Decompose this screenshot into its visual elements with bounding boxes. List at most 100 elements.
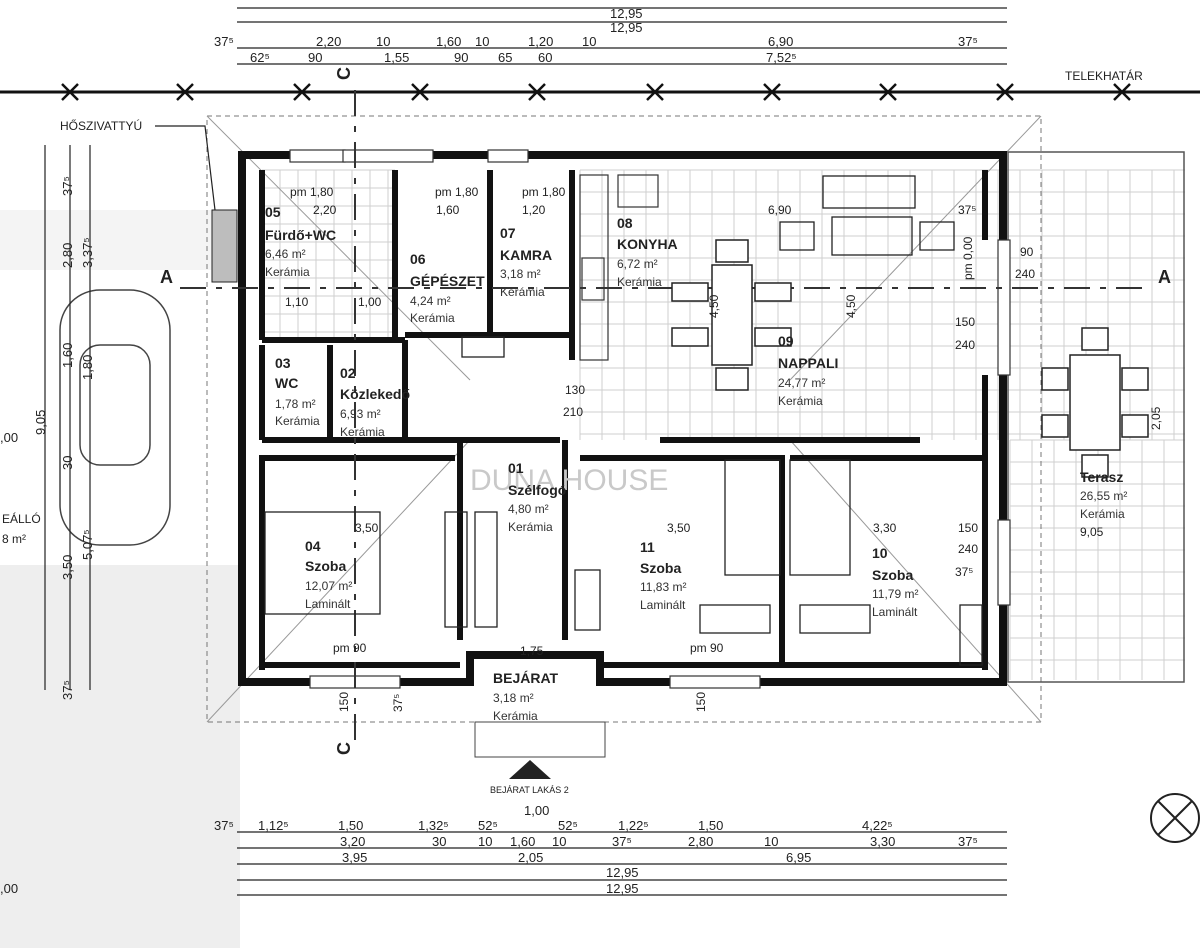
svg-text:Terasz: Terasz (1080, 469, 1123, 485)
section-c-top: C (334, 67, 354, 80)
entrance-2-label: BEJÁRAT LAKÁS 2 (490, 785, 569, 795)
svg-text:3,95: 3,95 (342, 850, 367, 865)
property-line-x-marker (528, 83, 546, 101)
property-line-x-marker (646, 83, 664, 101)
svg-text:3,50: 3,50 (667, 521, 691, 535)
svg-text:37⁵: 37⁵ (214, 34, 234, 49)
svg-text:Kerámia: Kerámia (493, 709, 538, 723)
svg-text:37⁵: 37⁵ (958, 834, 978, 849)
svg-text:10: 10 (582, 34, 596, 49)
property-line-x-marker (1113, 83, 1131, 101)
roof-ridge (206, 439, 471, 723)
svg-text:pm 1,80: pm 1,80 (522, 185, 566, 199)
svg-text:1,60: 1,60 (510, 834, 535, 849)
svg-text:1,60: 1,60 (60, 343, 75, 368)
property-line-x-marker (996, 83, 1014, 101)
svg-text:1,12⁵: 1,12⁵ (258, 818, 289, 833)
svg-text:Fürdő+WC: Fürdő+WC (265, 227, 336, 243)
svg-text:30: 30 (432, 834, 446, 849)
svg-text:10: 10 (478, 834, 492, 849)
svg-text:150: 150 (694, 692, 708, 712)
beds-and-desks (264, 336, 983, 666)
svg-text:WC: WC (275, 375, 298, 391)
svg-text:1,10: 1,10 (285, 295, 309, 309)
svg-text:37⁵: 37⁵ (955, 565, 973, 579)
svg-text:1,75: 1,75 (520, 644, 544, 658)
svg-text:Kerámia: Kerámia (265, 265, 310, 279)
roof-outline (206, 115, 1042, 723)
svg-text:GÉPÉSZET: GÉPÉSZET (410, 273, 485, 289)
left-dimensions: 37⁵ 2,80 3,37⁵ 1,60 1,80 30 3,50 5,07⁵ 9… (0, 145, 95, 700)
svg-text:1,60: 1,60 (436, 34, 461, 49)
svg-text:1,00: 1,00 (358, 295, 382, 309)
svg-text:1,78 m²: 1,78 m² (275, 397, 316, 411)
svg-text:10: 10 (552, 834, 566, 849)
svg-text:4,50: 4,50 (844, 294, 858, 318)
svg-text:Kerámia: Kerámia (1080, 507, 1125, 521)
svg-text:12,95: 12,95 (610, 6, 643, 21)
parking-area (0, 565, 240, 948)
watermark-logo: DUNA HOUSE (470, 464, 668, 497)
svg-text:2,05: 2,05 (1149, 406, 1163, 430)
svg-text:05: 05 (265, 204, 281, 220)
svg-text:90: 90 (454, 50, 468, 65)
property-line-x-marker (411, 83, 429, 101)
svg-text:1,50: 1,50 (698, 818, 723, 833)
svg-text:11,79 m²: 11,79 m² (872, 587, 918, 601)
svg-text:3,50: 3,50 (355, 521, 379, 535)
svg-text:1,22⁵: 1,22⁵ (618, 818, 649, 833)
entrance-arrow-icon (509, 760, 551, 779)
svg-text:3,18 m²: 3,18 m² (500, 267, 541, 281)
svg-text:6,46 m²: 6,46 m² (265, 247, 306, 261)
svg-text:65: 65 (498, 50, 512, 65)
heat-pump-label: HŐSZIVATTYÚ (60, 118, 142, 133)
svg-text:10: 10 (376, 34, 390, 49)
svg-text:6,90: 6,90 (768, 34, 793, 49)
svg-text:2,80: 2,80 (688, 834, 713, 849)
svg-text:240: 240 (958, 542, 978, 556)
car-drawing (59, 289, 171, 546)
svg-text:12,95: 12,95 (610, 20, 643, 35)
svg-text:08: 08 (617, 215, 633, 231)
sofa-set (779, 175, 955, 256)
svg-text:3,37⁵: 3,37⁵ (80, 237, 95, 268)
svg-text:1,50: 1,50 (338, 818, 363, 833)
svg-text:12,95: 12,95 (606, 881, 639, 896)
svg-text:Szoba: Szoba (305, 558, 346, 574)
svg-text:4,50: 4,50 (707, 294, 721, 318)
svg-text:6,72 m²: 6,72 m² (617, 257, 658, 271)
svg-text:Laminált: Laminált (640, 598, 686, 612)
svg-text:pm 0,00: pm 0,00 (961, 236, 975, 280)
svg-text:2,20: 2,20 (316, 34, 341, 49)
svg-text:pm 1,80: pm 1,80 (290, 185, 334, 199)
svg-text:3,18 m²: 3,18 m² (493, 691, 534, 705)
svg-text:KONYHA: KONYHA (617, 236, 678, 252)
svg-text:12,07 m²: 12,07 m² (305, 579, 352, 593)
svg-text:12,95: 12,95 (606, 865, 639, 880)
svg-text:90: 90 (1020, 245, 1034, 259)
svg-text:02: 02 (340, 365, 356, 381)
svg-text:Kerámia: Kerámia (500, 285, 545, 299)
svg-text:150: 150 (337, 692, 351, 712)
svg-text:90: 90 (308, 50, 322, 65)
property-line-x-marker (763, 83, 781, 101)
svg-text:NAPPALI: NAPPALI (778, 355, 838, 371)
svg-text:7,52⁵: 7,52⁵ (766, 50, 797, 65)
svg-text:6,95: 6,95 (786, 850, 811, 865)
section-a-right: A (1158, 267, 1171, 287)
svg-text:07: 07 (500, 225, 516, 241)
svg-text:1,20: 1,20 (528, 34, 553, 49)
entrance-step (474, 721, 606, 758)
svg-text:9,05: 9,05 (1080, 525, 1104, 539)
svg-text:6,90: 6,90 (768, 203, 792, 217)
top-dimensions: 12,95 12,95 37⁵ 2,20 10 1,60 10 1,20 10 … (214, 6, 1007, 65)
svg-text:130: 130 (565, 383, 585, 397)
svg-text:01: 01 (508, 460, 524, 476)
property-line-x-marker (176, 83, 194, 101)
svg-text:37⁵: 37⁵ (391, 694, 405, 712)
